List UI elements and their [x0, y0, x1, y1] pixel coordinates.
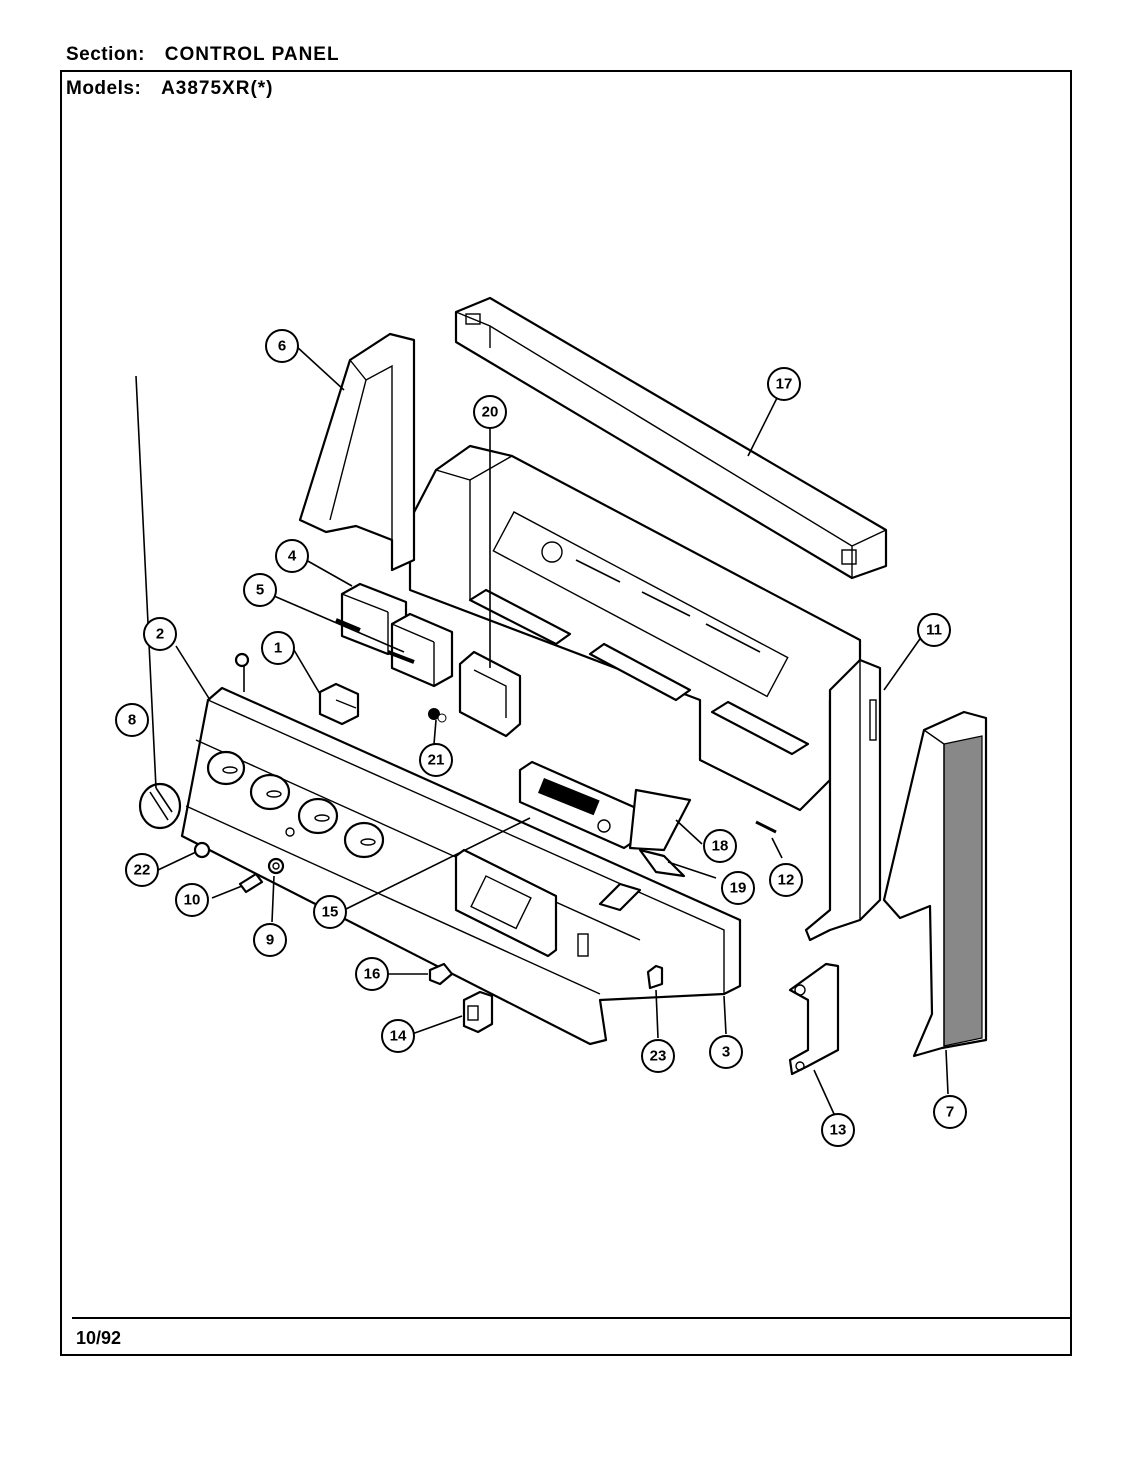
- callout-1: 1: [261, 631, 295, 665]
- callout-9: 9: [253, 923, 287, 957]
- callout-21: 21: [419, 743, 453, 777]
- callout-15: 15: [313, 895, 347, 929]
- svg-text:17: 17: [776, 376, 793, 393]
- callout-22: 22: [125, 853, 159, 887]
- part-14-switch: [462, 990, 494, 1034]
- part-5-switch: [387, 612, 454, 688]
- callout-14: 14: [381, 1019, 415, 1053]
- part-12-screw: [755, 820, 777, 834]
- svg-text:23: 23: [650, 1048, 667, 1065]
- part-21-clip: [428, 708, 447, 723]
- part-17-top-rail: [454, 296, 888, 580]
- part-8-knob: [138, 782, 182, 830]
- callout-8: 8: [115, 703, 149, 737]
- svg-text:20: 20: [482, 404, 499, 421]
- callout-23: 23: [641, 1039, 675, 1073]
- callout-5: 5: [243, 573, 277, 607]
- svg-text:3: 3: [722, 1044, 730, 1061]
- callout-20: 20: [473, 395, 507, 429]
- models-label: Models:: [66, 78, 142, 99]
- svg-text:21: 21: [428, 752, 445, 769]
- svg-text:7: 7: [946, 1104, 954, 1121]
- svg-text:5: 5: [256, 582, 264, 599]
- callout-19: 19: [721, 871, 755, 905]
- callout-13: 13: [821, 1113, 855, 1147]
- svg-text:8: 8: [128, 712, 136, 729]
- part-16-cap: [428, 962, 454, 986]
- part-9-washer: [267, 857, 285, 875]
- callout-11: 11: [917, 613, 951, 647]
- section-header: Section: CONTROL PANEL: [66, 44, 340, 66]
- part-1-block: [318, 682, 360, 726]
- part-11-right-bracket: [804, 658, 882, 942]
- svg-text:9: 9: [266, 932, 274, 949]
- svg-text:14: 14: [390, 1028, 407, 1045]
- part-screw-top: [234, 652, 250, 692]
- svg-text:22: 22: [134, 862, 151, 879]
- svg-text:2: 2: [156, 626, 164, 643]
- models-header: Models: A3875XR(*): [66, 78, 274, 100]
- callout-7: 7: [933, 1095, 967, 1129]
- part-6-left-trim: [298, 332, 416, 572]
- svg-text:16: 16: [364, 966, 381, 983]
- part-22-bulb: [193, 841, 211, 859]
- callout-17: 17: [767, 367, 801, 401]
- svg-text:1: 1: [274, 640, 282, 657]
- part-4-switch: [335, 582, 408, 656]
- svg-text:6: 6: [278, 338, 286, 355]
- part-7-right-trim: [882, 710, 988, 1058]
- svg-text:4: 4: [288, 548, 297, 565]
- part-19-trim: [638, 848, 686, 878]
- callout-12: 12: [769, 863, 803, 897]
- footer-date: 10/92: [76, 1328, 122, 1348]
- part-18-overlay: [628, 788, 692, 852]
- part-23-clip: [646, 964, 664, 990]
- svg-text:15: 15: [322, 904, 339, 921]
- callout-3: 3: [709, 1035, 743, 1069]
- part-13-hinge: [788, 962, 840, 1076]
- diagram-frame: [60, 70, 1072, 1356]
- svg-text:10: 10: [184, 892, 201, 909]
- callout-10: 10: [175, 883, 209, 917]
- callout-4: 4: [275, 539, 309, 573]
- callout-18: 18: [703, 829, 737, 863]
- part-20-bracket: [458, 650, 522, 738]
- models-value: A3875XR(*): [161, 78, 274, 99]
- callout-6: 6: [265, 329, 299, 363]
- svg-text:12: 12: [778, 872, 795, 889]
- part-10-screw: [238, 872, 264, 894]
- leader-lines: [135, 345, 949, 1115]
- svg-text:18: 18: [712, 838, 729, 855]
- section-label: Section:: [66, 44, 145, 65]
- svg-text:11: 11: [926, 622, 942, 639]
- section-value: CONTROL PANEL: [164, 44, 340, 65]
- callout-2: 2: [143, 617, 177, 651]
- svg-text:19: 19: [730, 880, 747, 897]
- svg-text:13: 13: [830, 1122, 847, 1139]
- callout-16: 16: [355, 957, 389, 991]
